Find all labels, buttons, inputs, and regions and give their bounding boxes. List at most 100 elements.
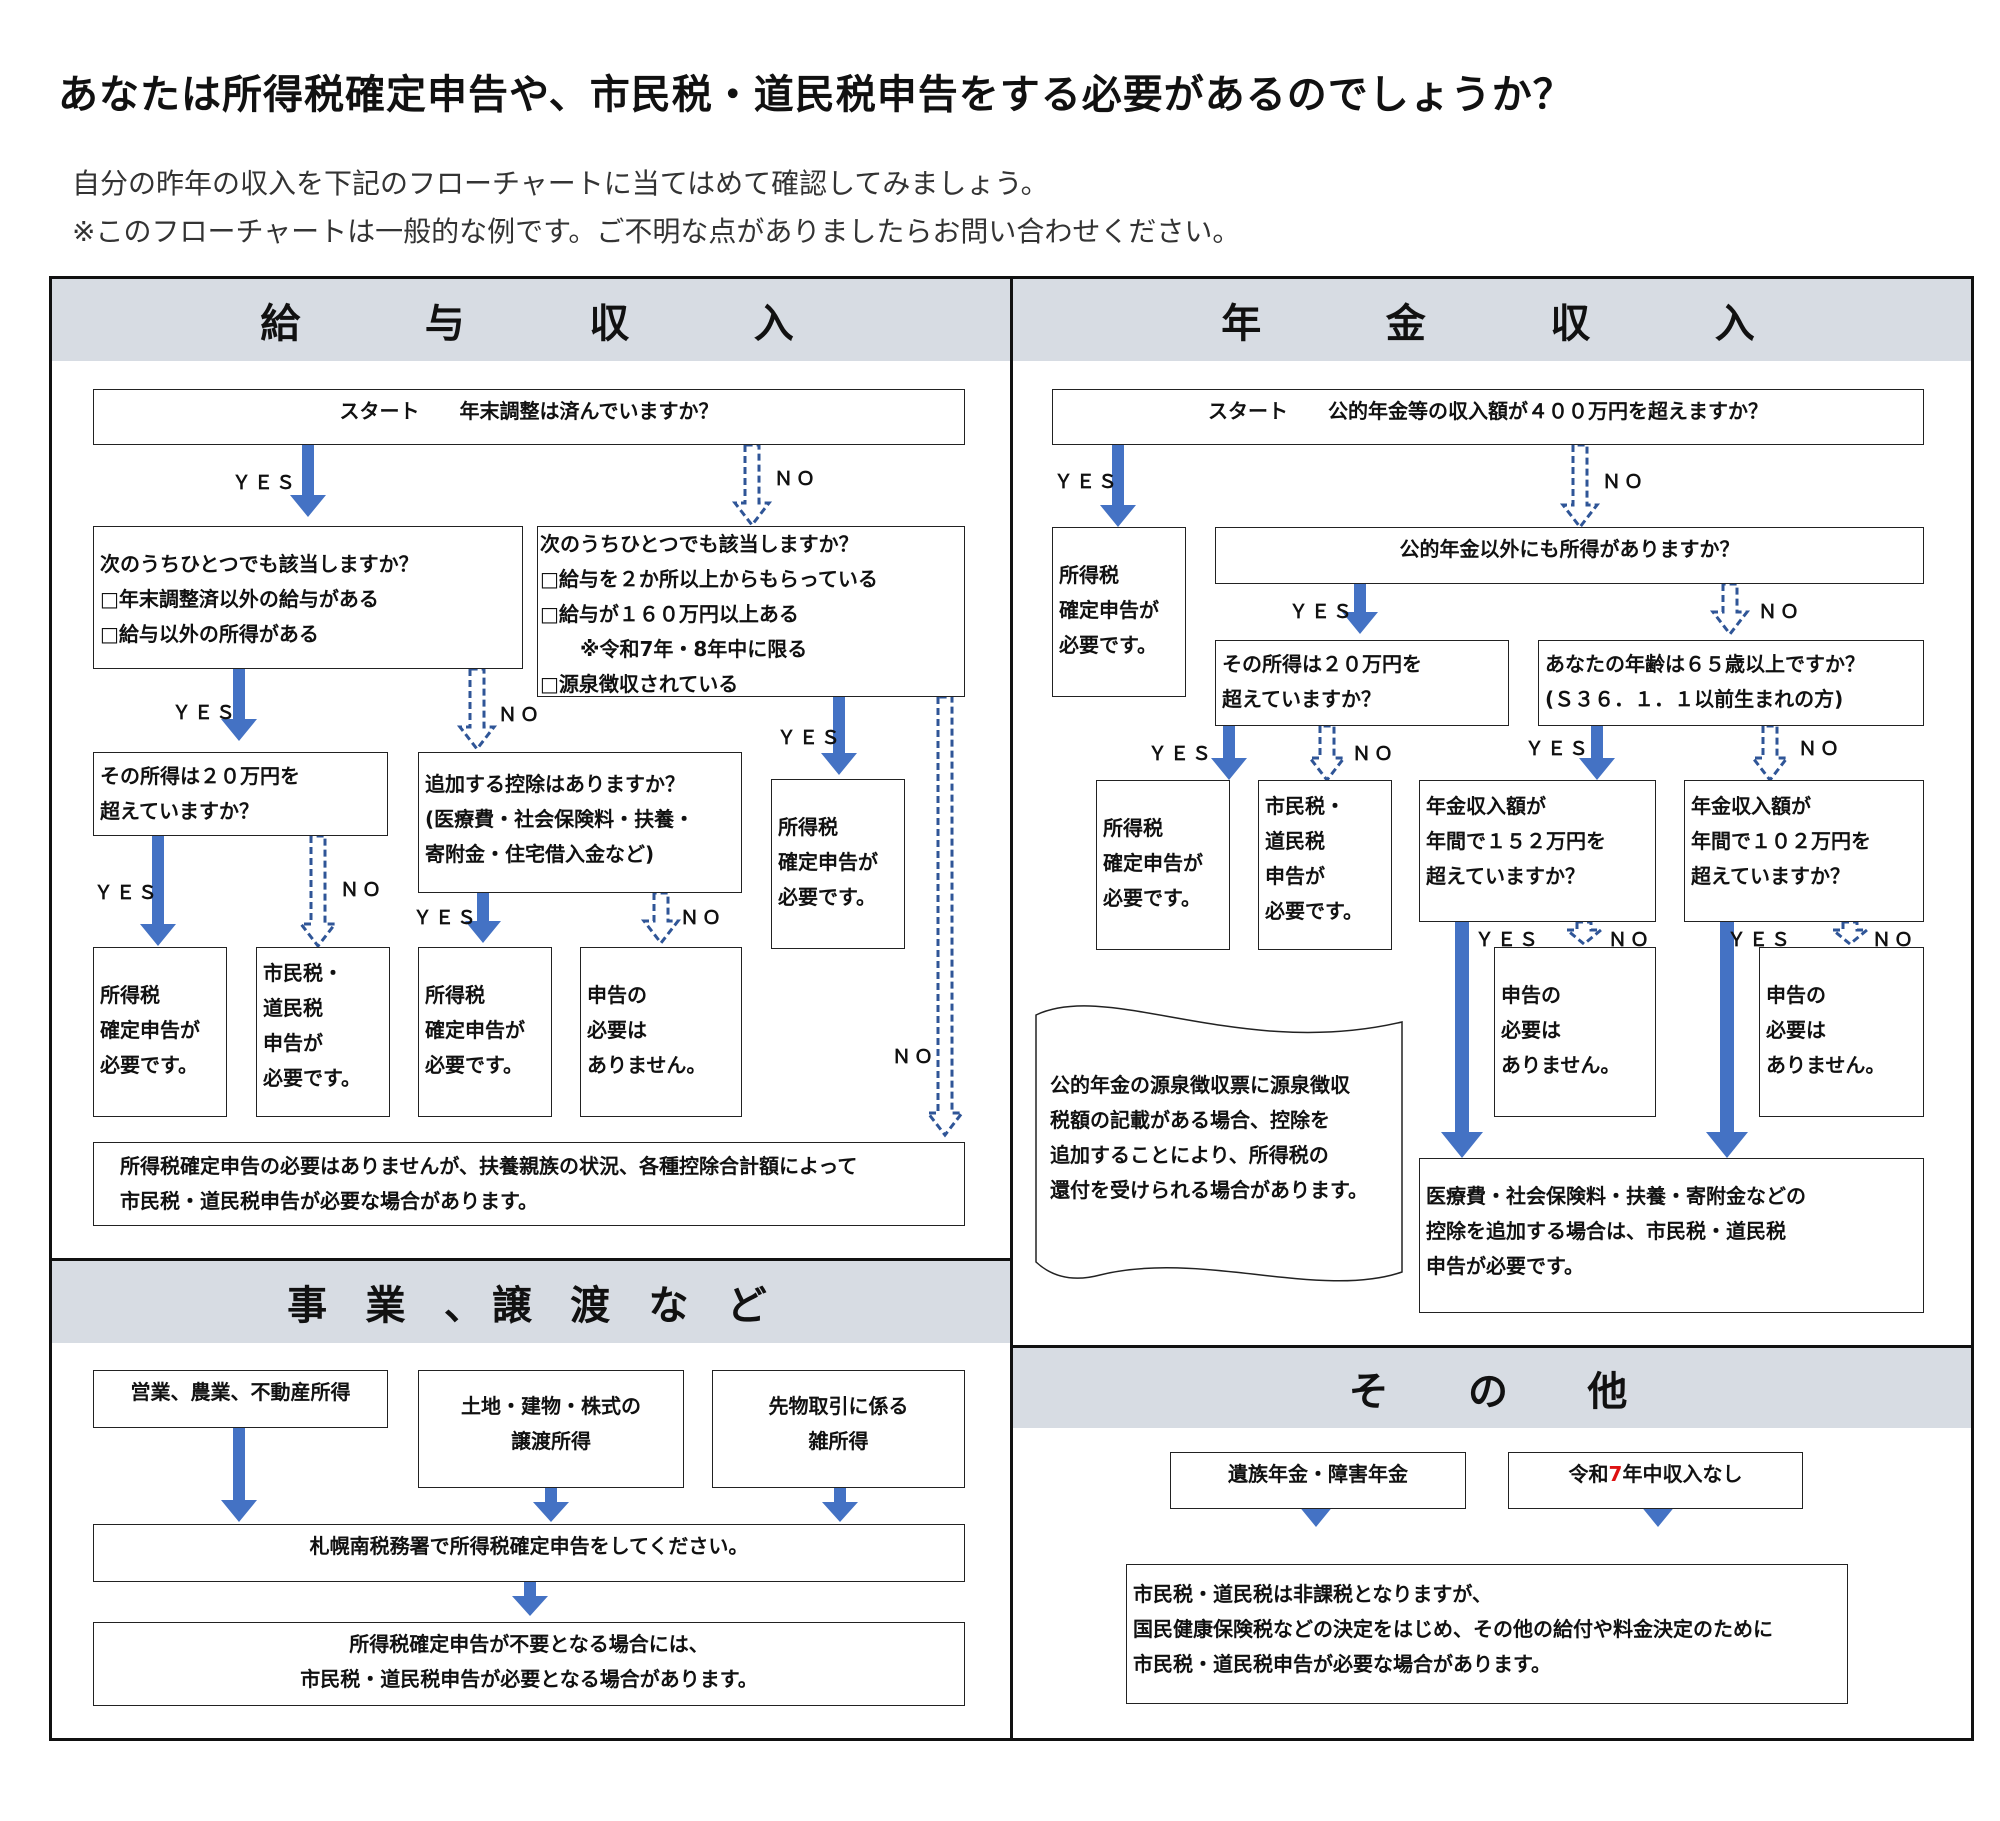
other-header: そ の 他 [1013,1348,1971,1428]
text-line: 雑所得 [808,1429,869,1453]
label-no: ＮＯ [1798,738,1843,760]
text-line: 必要は [1766,1018,1826,1042]
text-line: ありません。 [587,1053,707,1077]
other-box-no-income: 令和7年中収入なし [1508,1452,1803,1509]
pension-note-text: 公的年金の源泉徴収票に源泉徴収 税額の記載がある場合、控除を 追加することにより… [1050,1068,1368,1208]
salary-q-20man: その所得は２０万円を 超えていますか？ [93,752,388,836]
text-line: 令和7年中収入なし [1515,1457,1796,1492]
text-line: 年間で１０２万円を [1691,829,1871,853]
pension-header-char: 年 [1221,301,1270,347]
salary-result-income-tax-3: 所得税 確定申告が 必要です。 [771,779,905,949]
text-line: 必要です。 [263,1066,361,1090]
text-line: 必要です。 [1059,633,1157,657]
business-bottom-note: 所得税確定申告が不要となる場合には、 市民税・道民税申告が必要となる場合がありま… [93,1622,965,1706]
text-line: 追加する控除はありますか？ [425,772,685,796]
label-no: ＮＯ [1602,471,1647,493]
other-bottom-note: 市民税・道民税は非課税となりますが、 国民健康保険税などの決定をはじめ、その他の… [1126,1564,1848,1704]
pension-start-text: スタート 公的年金等の収入額が４００万円を超えますか？ [1208,399,1768,423]
text-line: 申告が必要です。 [1426,1254,1584,1278]
text-line: 道民税 [1265,829,1325,853]
label-yes: ＹＥＳ [1727,929,1794,951]
text-line: 寄附金・住宅借入金など) [425,842,655,866]
text-line: 還付を受けられる場合があります。 [1050,1178,1368,1202]
text-line: 必要は [1501,1018,1561,1042]
text-line: その所得は２０万円を [100,764,300,788]
intro-line-1: 自分の昨年の収入を下記のフローチャートに当てはめて確認してみましょう。 [72,167,1049,200]
text-line: 先物取引に係る [768,1394,909,1418]
label-yes: ＹＥＳ [1289,601,1356,623]
business-header: 事 業 、譲 渡 な ど [52,1261,1010,1343]
text-line: 追加することにより、所得税の [1050,1143,1329,1167]
salary-header-char: 入 [753,301,802,347]
text-line: 控除を追加する場合は、市民税・道民税 [1426,1219,1786,1243]
text-line: 譲渡所得 [511,1429,591,1453]
pension-result-income-tax: 所得税 確定申告が 必要です。 [1052,527,1186,697]
text-line: 所得税確定申告の必要はありませんが、扶養親族の状況、各種控除合計額によって [120,1154,858,1178]
text-line: ありません。 [1501,1053,1621,1077]
text-line: 所得税確定申告が不要となる場合には、 [349,1632,709,1656]
business-header-char: 業 [365,1283,414,1329]
label-no: ＮＯ [680,907,725,929]
text-line: 営業、農業、不動産所得 [130,1380,351,1404]
salary-header-char: 給 [260,301,309,347]
text-line: 超えていますか？ [1691,864,1850,888]
other-box-survivor-pension: 遺族年金・障害年金 [1170,1452,1466,1509]
salary-q-yes: 次のうちひとつでも該当しますか？ □年末調整済以外の給与がある □給与以外の所得… [93,526,523,669]
text-line: 超えていますか？ [1222,687,1381,711]
text-line: 申告が [1265,864,1325,888]
text-line: 土地・建物・株式の [461,1394,641,1418]
salary-header-char: 与 [424,301,473,347]
text-line: その所得は２０万円を [1222,652,1422,676]
business-box-tax-office: 札幌南税務署で所得税確定申告をしてください。 [93,1524,965,1582]
salary-result-city-tax: 市民税・ 道民税 申告が 必要です。 [256,947,390,1117]
label-no: ＮＯ [1608,929,1653,951]
text-line: 市民税・ [1265,794,1345,818]
pension-q-20man: その所得は２０万円を 超えていますか？ [1215,640,1509,726]
other-panel [1010,1345,1974,1741]
text-line: 確定申告が [1059,598,1159,622]
text-line: 札幌南税務署で所得税確定申告をしてください。 [309,1534,749,1558]
text-line: 市民税・道民税申告が必要な場合があります。 [1133,1652,1551,1676]
text-line: 必要です。 [1265,899,1363,923]
text-line: 確定申告が [778,850,878,874]
text-line: 市民税・道民税申告が必要な場合があります。 [120,1189,538,1213]
text-line: 申告が [263,1031,323,1055]
pension-header-char: 収 [1550,301,1599,347]
text-line: 所得税 [1103,816,1163,840]
text-line: 医療費・社会保険料・扶養・寄附金などの [1426,1184,1806,1208]
pension-bottom-note: 医療費・社会保険料・扶養・寄附金などの 控除を追加する場合は、市民税・道民税 申… [1419,1158,1924,1313]
pension-header: 年 金 収 入 [1013,279,1971,361]
text-line: 確定申告が [1103,851,1203,875]
label-yes: ＹＥＳ [1475,929,1542,951]
pension-q-102man: 年金収入額が 年間で１０２万円を 超えていますか？ [1684,780,1924,922]
other-header-char: そ [1348,1369,1397,1415]
text-line: ありません。 [1766,1053,1886,1077]
text-line: あなたの年齢は６５歳以上ですか？ [1545,652,1865,676]
text-line: □源泉徴収されている [540,672,739,696]
label-yes: ＹＥＳ [94,882,161,904]
pension-result-income-tax-2: 所得税 確定申告が 必要です。 [1096,780,1230,950]
label-yes: ＹＥＳ [1148,743,1215,765]
business-header-char: 事 [287,1283,336,1329]
label-no: ＮＯ [498,704,543,726]
label-yes: ＹＥＳ [232,472,299,494]
pension-start-question: スタート 公的年金等の収入額が４００万円を超えますか？ [1052,389,1924,445]
pension-q-age: あなたの年齢は６５歳以上ですか？ (Ｓ３６．１．１以前生まれの方) [1538,640,1924,726]
salary-result-income-tax-2: 所得税 確定申告が 必要です。 [418,947,552,1117]
intro-line-2: ※このフローチャートは一般的な例です。ご不明な点がありましたらお問い合わせくださ… [72,215,1241,248]
text-line: 年金収入額が [1426,794,1546,818]
text-line: 市民税・ [263,961,343,985]
other-header-char: の [1467,1369,1516,1415]
text-line: □給与が１６０万円以上ある [540,602,799,626]
text-line: 道民税 [263,996,323,1020]
salary-start-question: スタート 年末調整は済んでいますか？ [93,389,965,445]
text-line: 公的年金以外にも所得がありますか？ [1399,537,1740,561]
text-line: 超えていますか？ [100,799,259,823]
text-line: 超えていますか？ [1426,864,1585,888]
text-line: 次のうちひとつでも該当しますか？ [540,532,859,556]
pension-q-other-income: 公的年金以外にも所得がありますか？ [1215,527,1924,584]
salary-start-text: スタート 年末調整は済んでいますか？ [339,399,719,423]
other-header-char: 他 [1587,1369,1636,1415]
text-line: 市民税・道民税は非課税となりますが、 [1133,1582,1492,1606]
text-line: 必要です。 [425,1053,523,1077]
